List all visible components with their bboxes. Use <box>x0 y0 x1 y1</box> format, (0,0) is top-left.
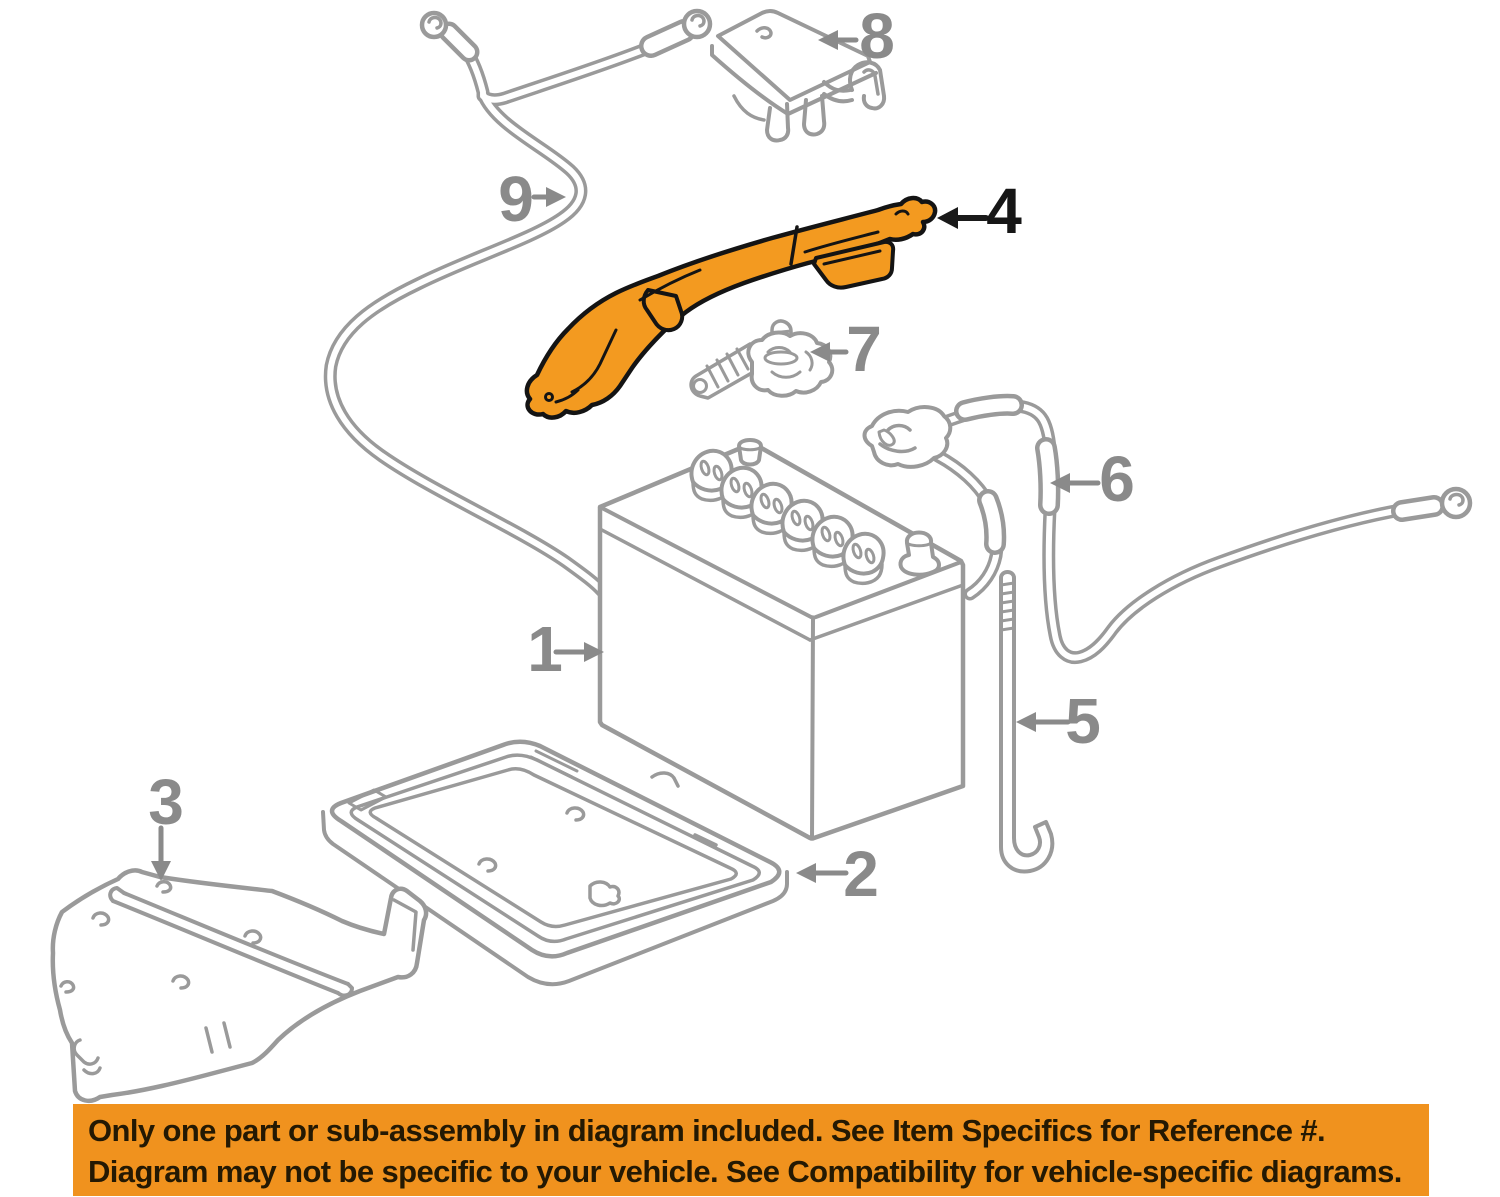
negative-battery-cable-drawing <box>862 393 1473 665</box>
terminal-cover-drawing <box>710 9 887 143</box>
callout-5-j-bolt: 5 <box>1065 685 1101 757</box>
callout-9-positive-cable: 9 <box>498 163 534 235</box>
callout-8-terminal-cover: 8 <box>859 0 895 72</box>
disclaimer-line-2: Diagram may not be specific to your vehi… <box>88 1154 1402 1189</box>
callout-arrows <box>151 30 1101 883</box>
callout-1-battery: 1 <box>527 613 563 685</box>
callout-2-battery-tray: 2 <box>843 838 879 910</box>
callout-4-hold-down-clamp-highlighted: 4 <box>986 175 1022 247</box>
hold-down-clamp-highlighted-drawing <box>524 195 938 420</box>
disclaimer-line-1: Only one part or sub-assembly in diagram… <box>88 1113 1326 1148</box>
battery-carrier-drawing <box>50 868 429 1104</box>
callout-7-clamp-bolt: 7 <box>846 313 882 385</box>
clamp-bolt-drawing <box>689 319 835 400</box>
callout-3-battery-carrier: 3 <box>148 766 184 838</box>
callout-6-negative-cable: 6 <box>1099 443 1135 515</box>
battery-drawing <box>597 438 966 841</box>
disclaimer-banner: Only one part or sub-assembly in diagram… <box>73 1104 1429 1196</box>
positive-battery-cable-drawing <box>323 8 713 598</box>
battery-tray-drawing <box>321 739 789 987</box>
j-bolt-drawing <box>999 570 1055 874</box>
